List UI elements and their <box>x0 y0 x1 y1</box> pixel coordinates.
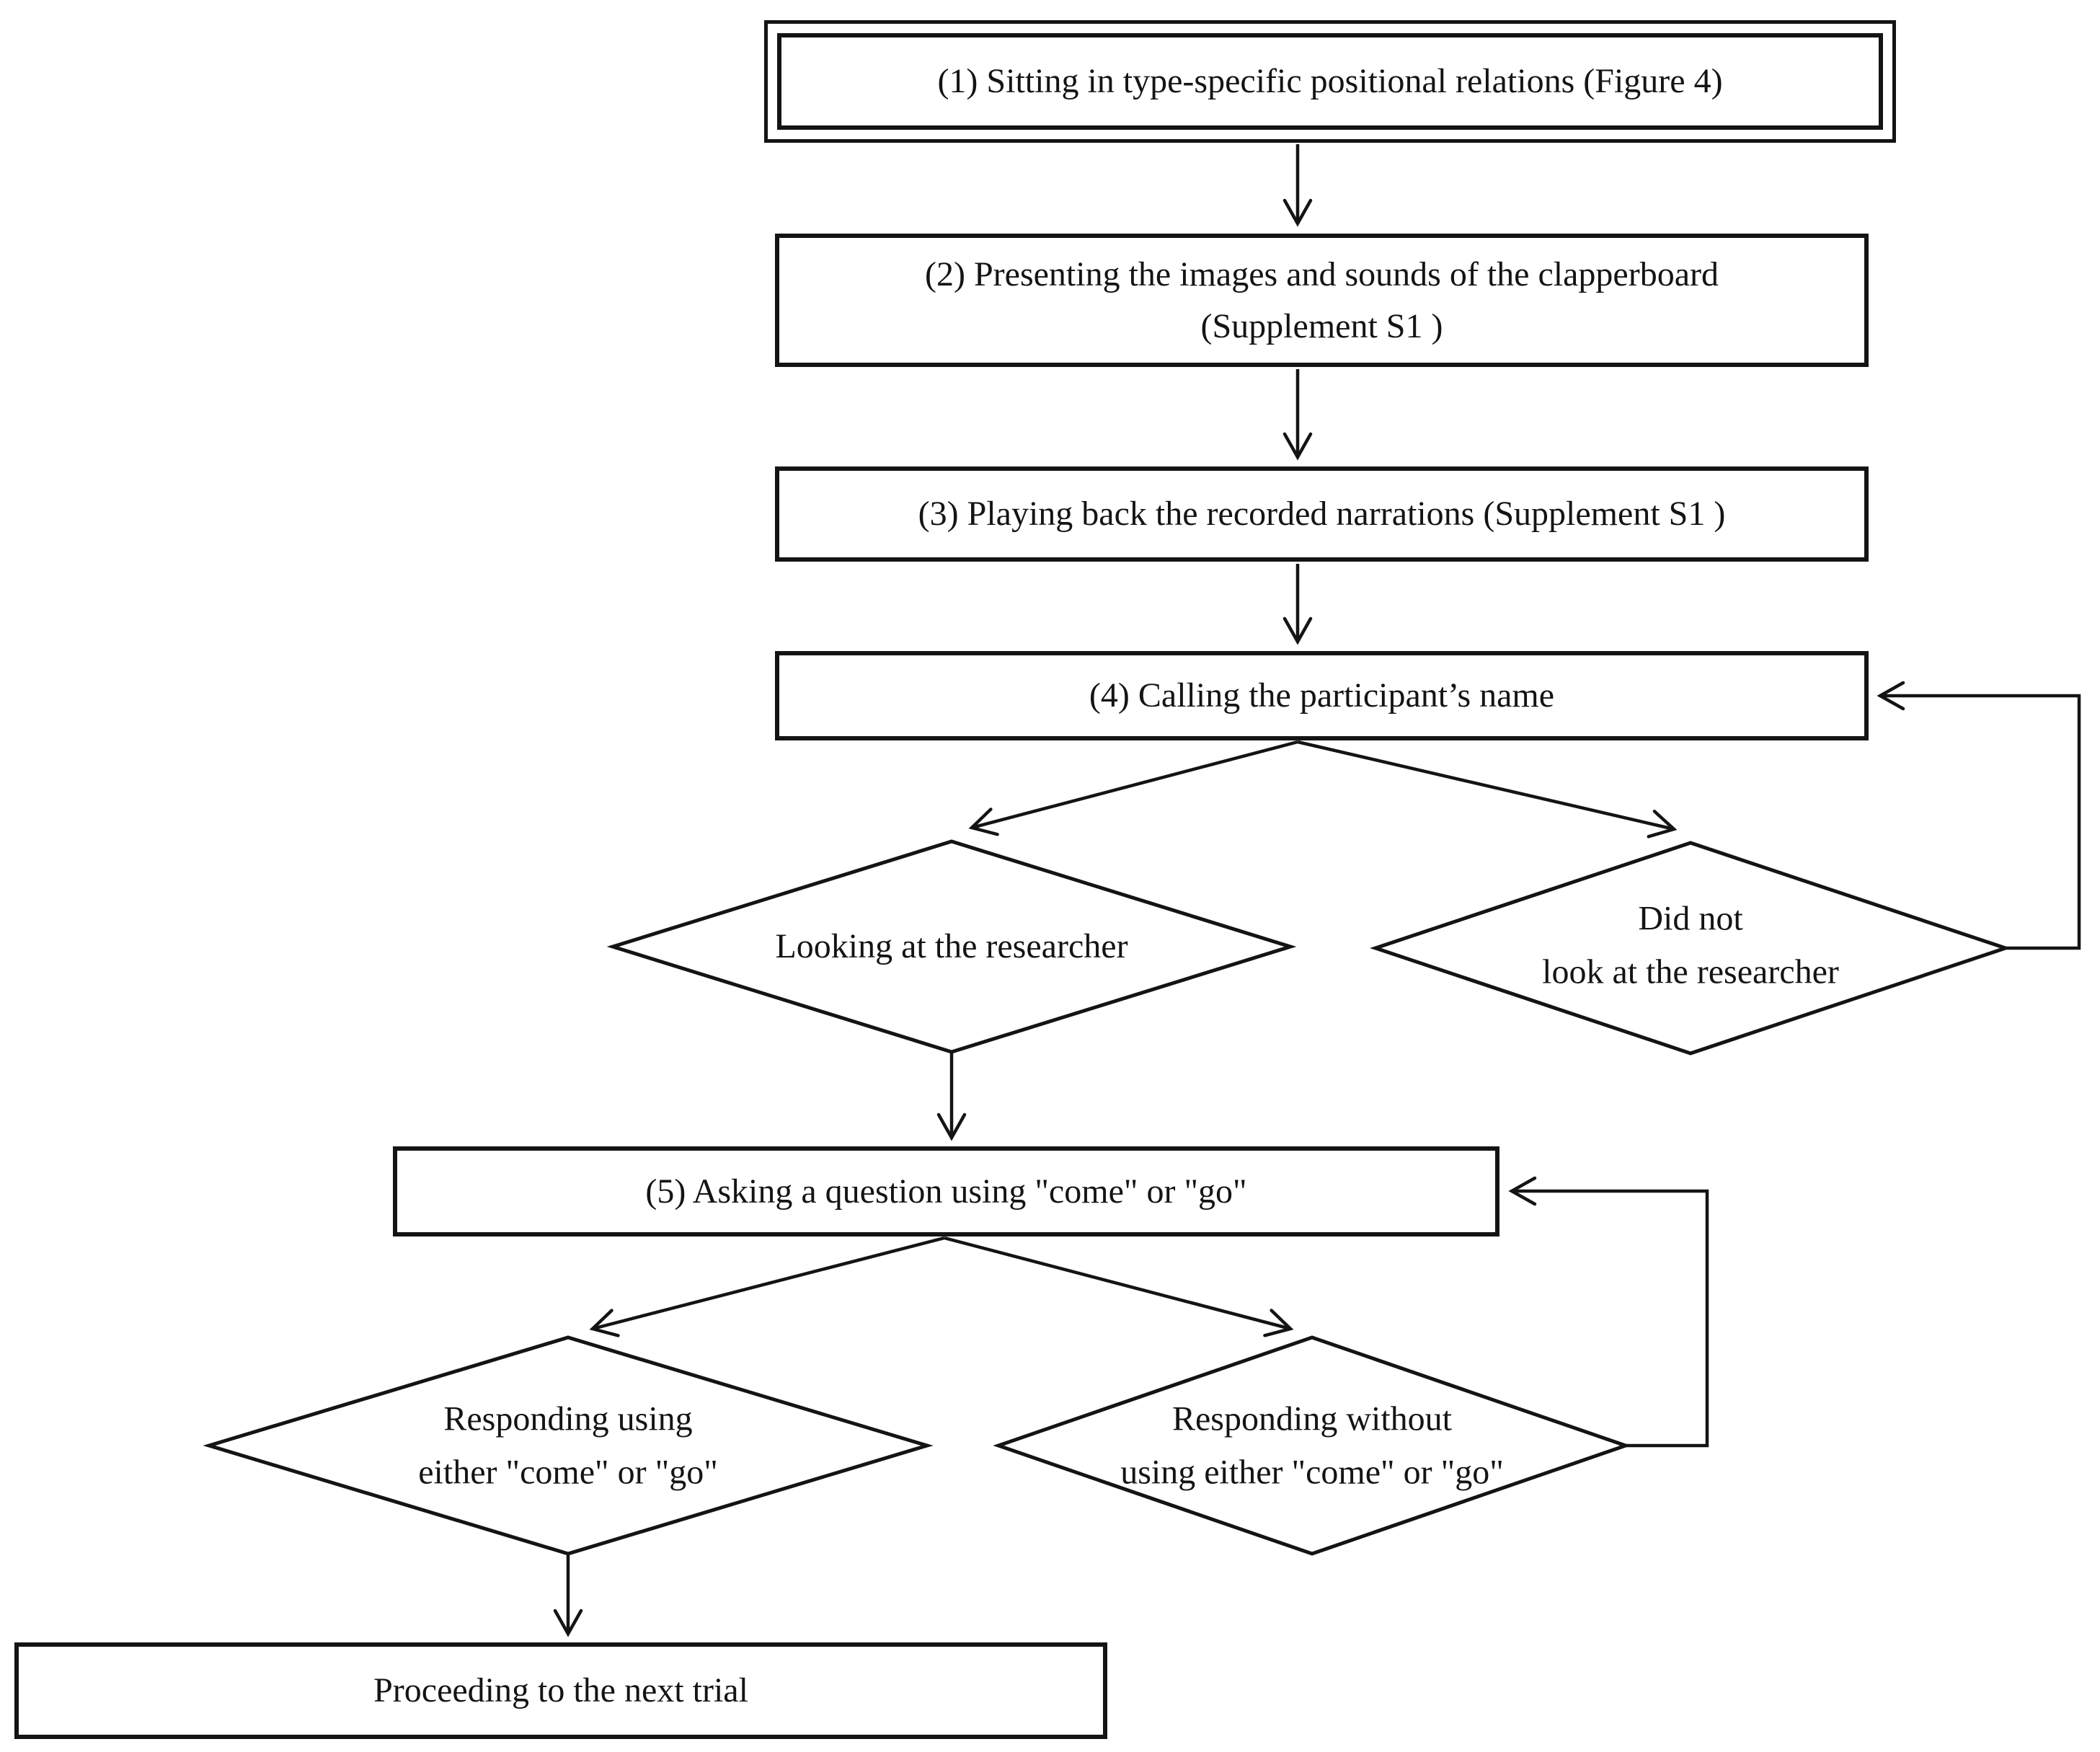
decision-not-responding-label: Responding without using either "come" o… <box>1120 1393 1504 1500</box>
decision-responding-shape <box>203 1335 934 1556</box>
decision-looking-label-text: Looking at the researcher <box>775 926 1128 965</box>
node-step2-label-line2: (Supplement S1 ) <box>1200 306 1443 345</box>
edge-decision-not-looking-step4-loop <box>1877 681 2081 950</box>
node-step1-label: (1) Sitting in type-specific positional … <box>937 62 1723 100</box>
node-step1-box: (1) Sitting in type-specific positional … <box>764 20 1896 143</box>
decision-looking-label: Looking at the researcher <box>775 920 1127 973</box>
decision-not-looking-shape <box>1370 841 2011 1056</box>
decision-responding-label: Responding using either "come" or "go" <box>418 1393 718 1500</box>
edge-step5-decision-responding <box>589 1236 945 1337</box>
decision-not-looking-label: Did not look at the researcher <box>1542 893 1839 1000</box>
node-step6-label: Proceeding to the next trial <box>373 1671 748 1709</box>
node-step3-label: (3) Playing back the recorded narrations… <box>918 495 1726 533</box>
decision-not-responding-label-line2: using either "come" or "go" <box>1120 1454 1504 1492</box>
decision-responding-label-line2: either "come" or "go" <box>418 1454 718 1492</box>
decision-not-looking-label-line2: look at the researcher <box>1542 953 1839 991</box>
decision-looking-shape <box>606 839 1297 1054</box>
edge-step4-decision-looking <box>968 740 1298 836</box>
node-step5-box: (5) Asking a question using "come" or "g… <box>393 1146 1499 1236</box>
node-step2-box: (2) Presenting the images and sounds of … <box>775 234 1869 367</box>
edge-decision-not-responding-step5-loop <box>1508 1176 1709 1448</box>
decision-not-responding-shape <box>993 1335 1631 1556</box>
node-step3-box: (3) Playing back the recorded narrations… <box>775 466 1869 562</box>
decision-not-responding-label-line1: Responding without <box>1171 1399 1452 1438</box>
edge-step4-decision-not-looking <box>1297 740 1678 839</box>
node-step2-label-line1: (2) Presenting the images and sounds of … <box>924 255 1719 293</box>
node-step5-label: (5) Asking a question using "come" or "g… <box>645 1172 1247 1211</box>
node-step1-inner-border: (1) Sitting in type-specific positional … <box>777 33 1883 130</box>
node-step4-box: (4) Calling the participant’s name <box>775 651 1869 740</box>
node-step4-label: (4) Calling the participant’s name <box>1089 676 1555 714</box>
edge-step5-decision-not-responding <box>944 1236 1294 1337</box>
decision-not-looking-label-line1: Did not <box>1638 899 1743 938</box>
decision-responding-label-line1: Responding using <box>443 1399 693 1438</box>
node-step6-box: Proceeding to the next trial <box>14 1642 1107 1739</box>
